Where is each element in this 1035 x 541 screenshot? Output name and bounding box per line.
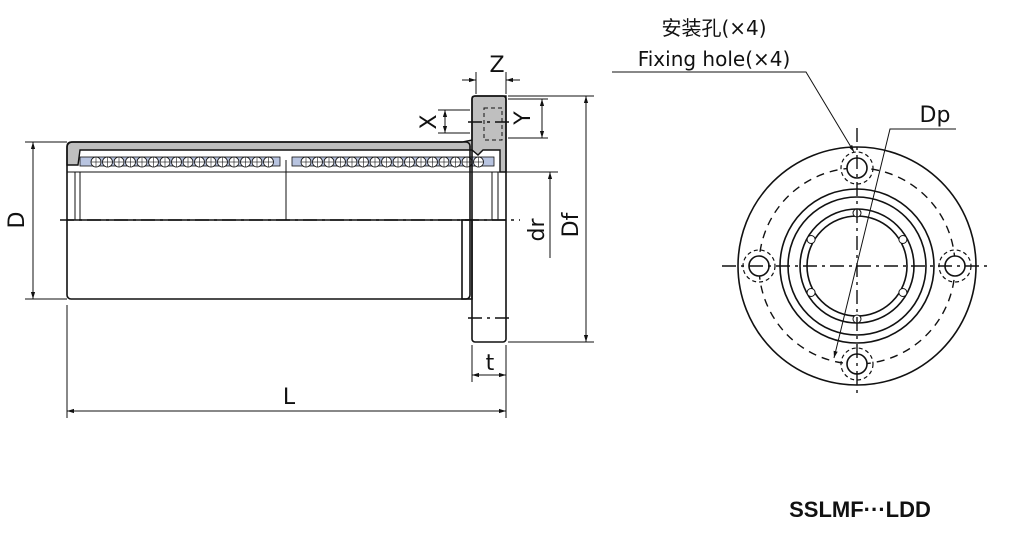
dim-X: X	[417, 114, 442, 129]
fixing-hole-leader	[612, 71, 855, 153]
dim-L: L	[283, 385, 296, 410]
side-view	[60, 95, 520, 343]
ball-track	[806, 235, 816, 244]
ball-track	[806, 288, 816, 297]
dim-dr: dr	[525, 218, 550, 242]
dim-Df: Df	[559, 211, 584, 237]
fixing-hole-label-cn: 安装孔(×4)	[661, 16, 766, 40]
ball-track	[898, 235, 908, 244]
flange	[471, 95, 507, 343]
ball-row	[90, 156, 484, 168]
dim-Dp: Dp	[920, 103, 951, 128]
dimension-lines	[25, 72, 594, 418]
dim-t: t	[486, 351, 495, 376]
fixing-hole-section	[483, 107, 503, 141]
dim-Z: Z	[489, 53, 504, 78]
fixing-hole-label-en: Fixing hole(×4)	[638, 47, 791, 71]
ball-track	[898, 288, 908, 297]
front-view	[722, 128, 992, 398]
dp-leader	[833, 128, 956, 359]
dim-D: D	[5, 212, 30, 229]
dim-Y: Y	[511, 111, 536, 126]
model-label: SSLMF···LDD	[789, 497, 931, 522]
